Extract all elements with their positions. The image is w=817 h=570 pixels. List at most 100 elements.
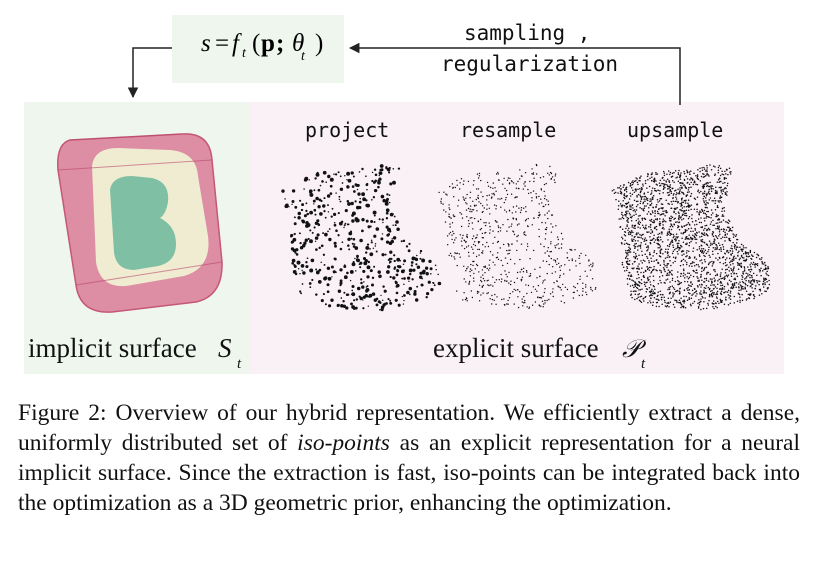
point: [723, 291, 725, 294]
point: [713, 284, 716, 286]
point: [682, 241, 685, 243]
point: [765, 290, 767, 293]
resample-point-cloud: [438, 163, 597, 310]
point: [671, 277, 674, 280]
point: [657, 212, 659, 215]
point: [556, 244, 558, 246]
point: [664, 270, 666, 273]
point: [547, 203, 550, 206]
point: [743, 259, 745, 262]
point: [477, 242, 480, 244]
point: [478, 254, 480, 256]
point: [558, 276, 561, 278]
point: [342, 300, 345, 303]
point: [643, 240, 645, 242]
point: [724, 269, 727, 271]
point: [366, 243, 370, 246]
point: [672, 246, 675, 248]
point: [348, 231, 353, 236]
point: [572, 291, 575, 294]
point: [483, 266, 485, 268]
point: [733, 247, 736, 249]
point: [335, 271, 337, 273]
point: [739, 281, 741, 283]
point: [662, 176, 664, 179]
point: [647, 247, 650, 249]
point: [651, 221, 654, 224]
point: [361, 167, 364, 171]
point: [633, 236, 636, 238]
point: [763, 268, 765, 271]
point: [299, 241, 302, 245]
point: [760, 267, 762, 269]
point: [543, 245, 545, 248]
point: [385, 208, 390, 213]
point: [369, 269, 373, 273]
point: [693, 257, 696, 259]
point: [353, 190, 356, 193]
point: [510, 193, 513, 195]
point: [756, 264, 759, 267]
point: [305, 202, 308, 205]
point: [698, 302, 701, 304]
point: [749, 250, 752, 253]
point: [711, 250, 714, 253]
point: [629, 275, 632, 278]
point: [665, 220, 667, 223]
point: [645, 239, 647, 242]
point: [669, 291, 672, 293]
point: [688, 171, 691, 173]
point: [687, 284, 690, 286]
point: [764, 261, 766, 264]
point: [756, 253, 758, 256]
point: [352, 237, 356, 241]
point: [634, 298, 636, 301]
point: [649, 200, 651, 203]
point: [446, 235, 449, 237]
point: [732, 233, 734, 235]
point: [706, 273, 708, 275]
point: [747, 269, 750, 271]
point: [659, 218, 661, 220]
point: [706, 181, 709, 184]
point: [696, 210, 698, 213]
point: [648, 269, 651, 271]
point: [740, 248, 742, 251]
point: [714, 274, 717, 277]
point: [733, 243, 736, 246]
point: [706, 201, 708, 204]
point: [585, 284, 587, 286]
point: [473, 180, 475, 182]
point: [367, 305, 369, 307]
point: [679, 190, 681, 193]
point: [687, 272, 689, 274]
point: [650, 270, 653, 273]
point: [563, 273, 565, 275]
point: [578, 255, 581, 257]
point: [711, 260, 713, 263]
point: [576, 283, 579, 285]
point: [339, 279, 343, 283]
point: [685, 214, 688, 217]
point: [528, 307, 530, 310]
point: [683, 225, 685, 228]
point: [658, 200, 661, 202]
point: [690, 186, 692, 188]
point: [645, 224, 647, 227]
point: [480, 276, 482, 278]
point: [465, 209, 468, 211]
point: [754, 266, 756, 268]
point: [403, 299, 405, 302]
point: [633, 214, 635, 216]
point: [456, 264, 458, 267]
point: [673, 171, 675, 174]
figure-caption: Figure 2: Overview of our hybrid represe…: [18, 398, 800, 518]
point: [392, 224, 394, 227]
point: [733, 234, 735, 236]
point: [427, 280, 431, 284]
point: [362, 307, 365, 310]
point: [701, 262, 704, 264]
point: [487, 245, 490, 248]
point: [696, 284, 699, 287]
point: [339, 284, 342, 287]
